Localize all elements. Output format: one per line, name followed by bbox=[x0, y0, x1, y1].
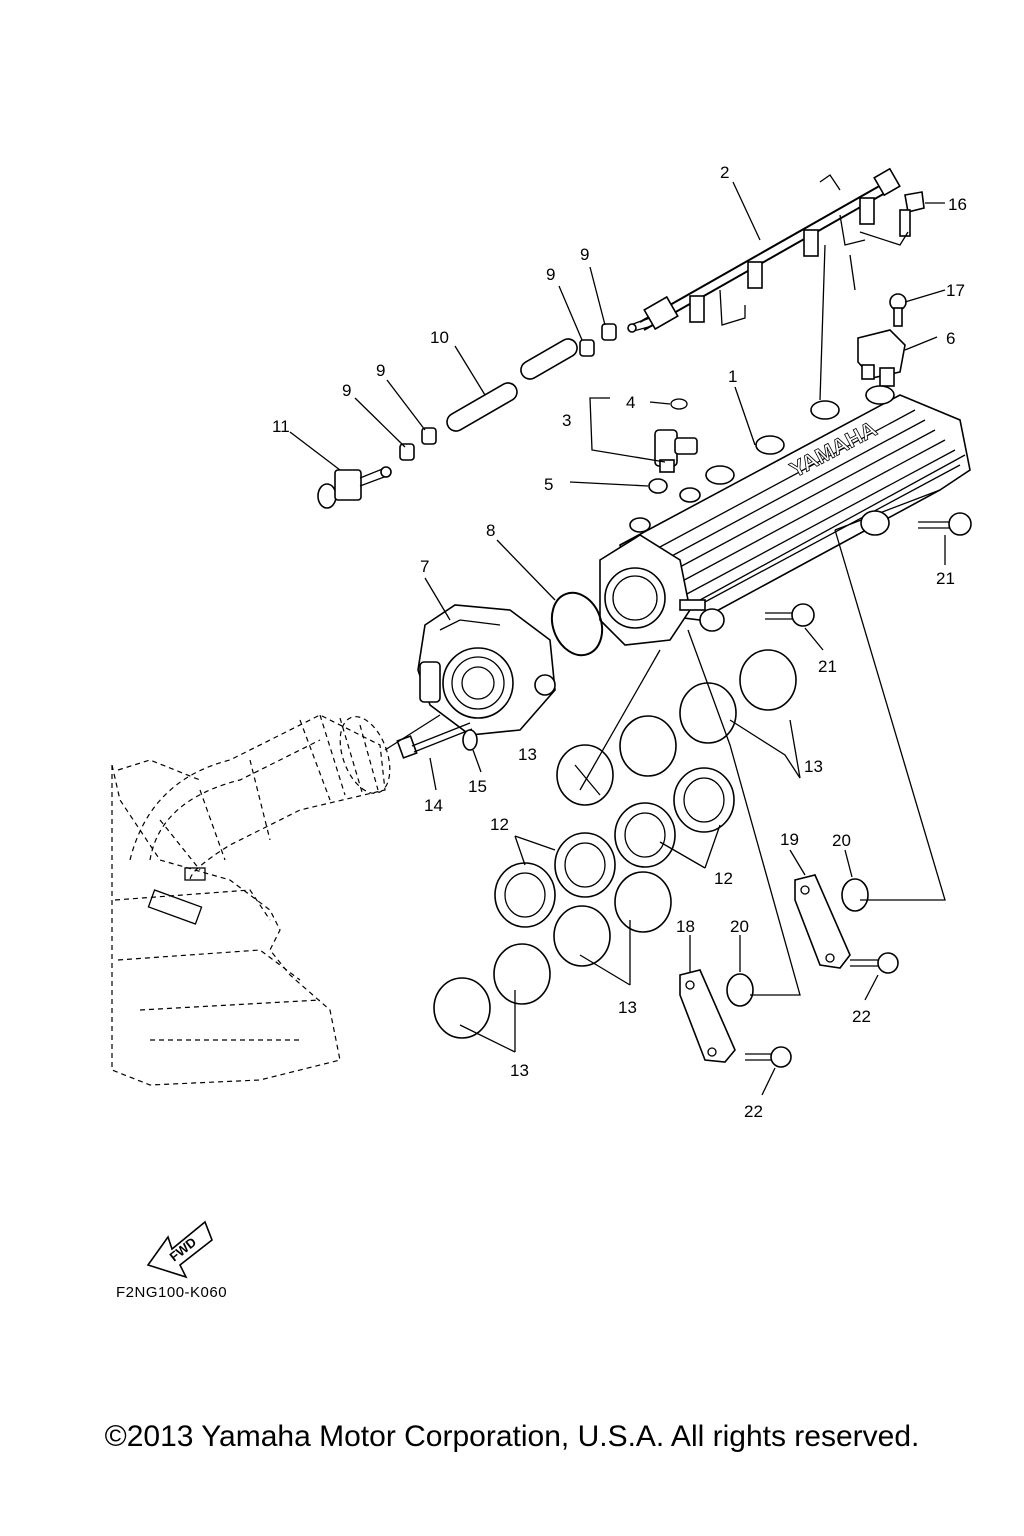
throttle-body bbox=[417, 604, 556, 736]
bolts-22 bbox=[745, 952, 899, 1068]
callout-16: 16 bbox=[948, 195, 967, 214]
callout-22b: 22 bbox=[744, 1102, 763, 1121]
callout-19: 19 bbox=[780, 830, 799, 849]
callout-13c: 13 bbox=[618, 998, 637, 1017]
gasket-8 bbox=[550, 591, 604, 657]
callout-13b: 13 bbox=[804, 757, 823, 776]
diagram-code: F2NG100-K060 bbox=[116, 1284, 228, 1301]
intake-manifold: YAMAHA bbox=[599, 385, 971, 646]
engine-outline bbox=[111, 759, 341, 1086]
callout-9c: 9 bbox=[376, 361, 385, 380]
callout-18: 18 bbox=[676, 917, 695, 936]
intake-hose bbox=[129, 714, 391, 881]
bolts-21 bbox=[765, 512, 972, 627]
callout-17: 17 bbox=[946, 281, 965, 300]
seal-5 bbox=[648, 478, 668, 494]
bolt-16 bbox=[899, 191, 925, 237]
callout-1: 1 bbox=[728, 367, 737, 386]
o-ring-4 bbox=[670, 398, 688, 410]
callout-5: 5 bbox=[544, 475, 553, 494]
leader-lines bbox=[289, 181, 946, 1096]
bracket-18 bbox=[679, 969, 736, 1063]
callout-13a: 13 bbox=[518, 745, 537, 764]
quick-connector bbox=[317, 466, 392, 509]
fuel-rail bbox=[627, 167, 901, 333]
callout-9a: 9 bbox=[580, 245, 589, 264]
fwd-arrow-icon: FWD bbox=[146, 1220, 213, 1279]
callout-9d: 9 bbox=[342, 381, 351, 400]
callout-2: 2 bbox=[720, 163, 729, 182]
pressure-sensor bbox=[857, 329, 906, 387]
callout-10: 10 bbox=[430, 328, 449, 347]
bracket-19 bbox=[794, 874, 851, 969]
callout-13d: 13 bbox=[510, 1061, 529, 1080]
callout-14: 14 bbox=[424, 796, 443, 815]
hose-clamps-9 bbox=[399, 323, 617, 461]
dampers-20 bbox=[726, 878, 869, 1007]
callout-numbers: 1 2 3 4 5 6 7 8 9 9 9 9 10 11 12 12 13 1… bbox=[272, 163, 967, 1121]
copyright-notice: ©2013 Yamaha Motor Corporation, U.S.A. A… bbox=[104, 1420, 920, 1453]
assembly-lines bbox=[384, 231, 946, 996]
callout-6: 6 bbox=[946, 329, 955, 348]
bolt-14 bbox=[396, 722, 473, 759]
callout-20a: 20 bbox=[832, 831, 851, 850]
callout-3: 3 bbox=[562, 411, 571, 430]
washer-15 bbox=[462, 729, 478, 751]
callout-11: 11 bbox=[272, 417, 290, 436]
bolt-17 bbox=[889, 293, 907, 327]
callout-15: 15 bbox=[468, 777, 487, 796]
callout-22a: 22 bbox=[852, 1007, 871, 1026]
callout-21b: 21 bbox=[818, 657, 837, 676]
callout-21a: 21 bbox=[936, 569, 955, 588]
joints-12 bbox=[494, 767, 735, 928]
fuel-injector bbox=[654, 429, 698, 473]
clamps-13 bbox=[433, 649, 797, 1039]
callout-12a: 12 bbox=[490, 815, 509, 834]
callout-8: 8 bbox=[486, 521, 495, 540]
fuel-hoses bbox=[446, 338, 578, 432]
callout-12b: 12 bbox=[714, 869, 733, 888]
callout-7: 7 bbox=[420, 557, 429, 576]
callout-9b: 9 bbox=[546, 265, 555, 284]
callout-4: 4 bbox=[626, 393, 635, 412]
callout-20b: 20 bbox=[730, 917, 749, 936]
